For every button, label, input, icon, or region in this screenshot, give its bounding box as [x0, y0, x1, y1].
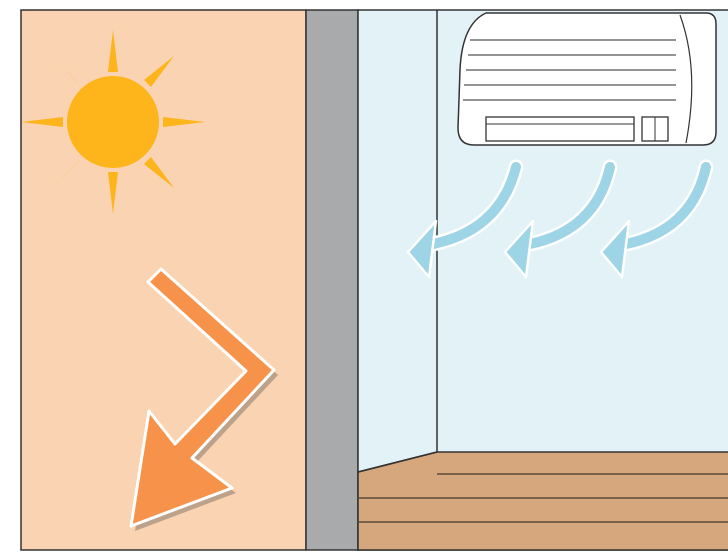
wall	[306, 10, 358, 550]
air-conditioner-icon	[458, 13, 716, 145]
floor	[358, 452, 728, 550]
indoor-room	[358, 10, 728, 550]
outdoor-panel	[21, 10, 306, 550]
